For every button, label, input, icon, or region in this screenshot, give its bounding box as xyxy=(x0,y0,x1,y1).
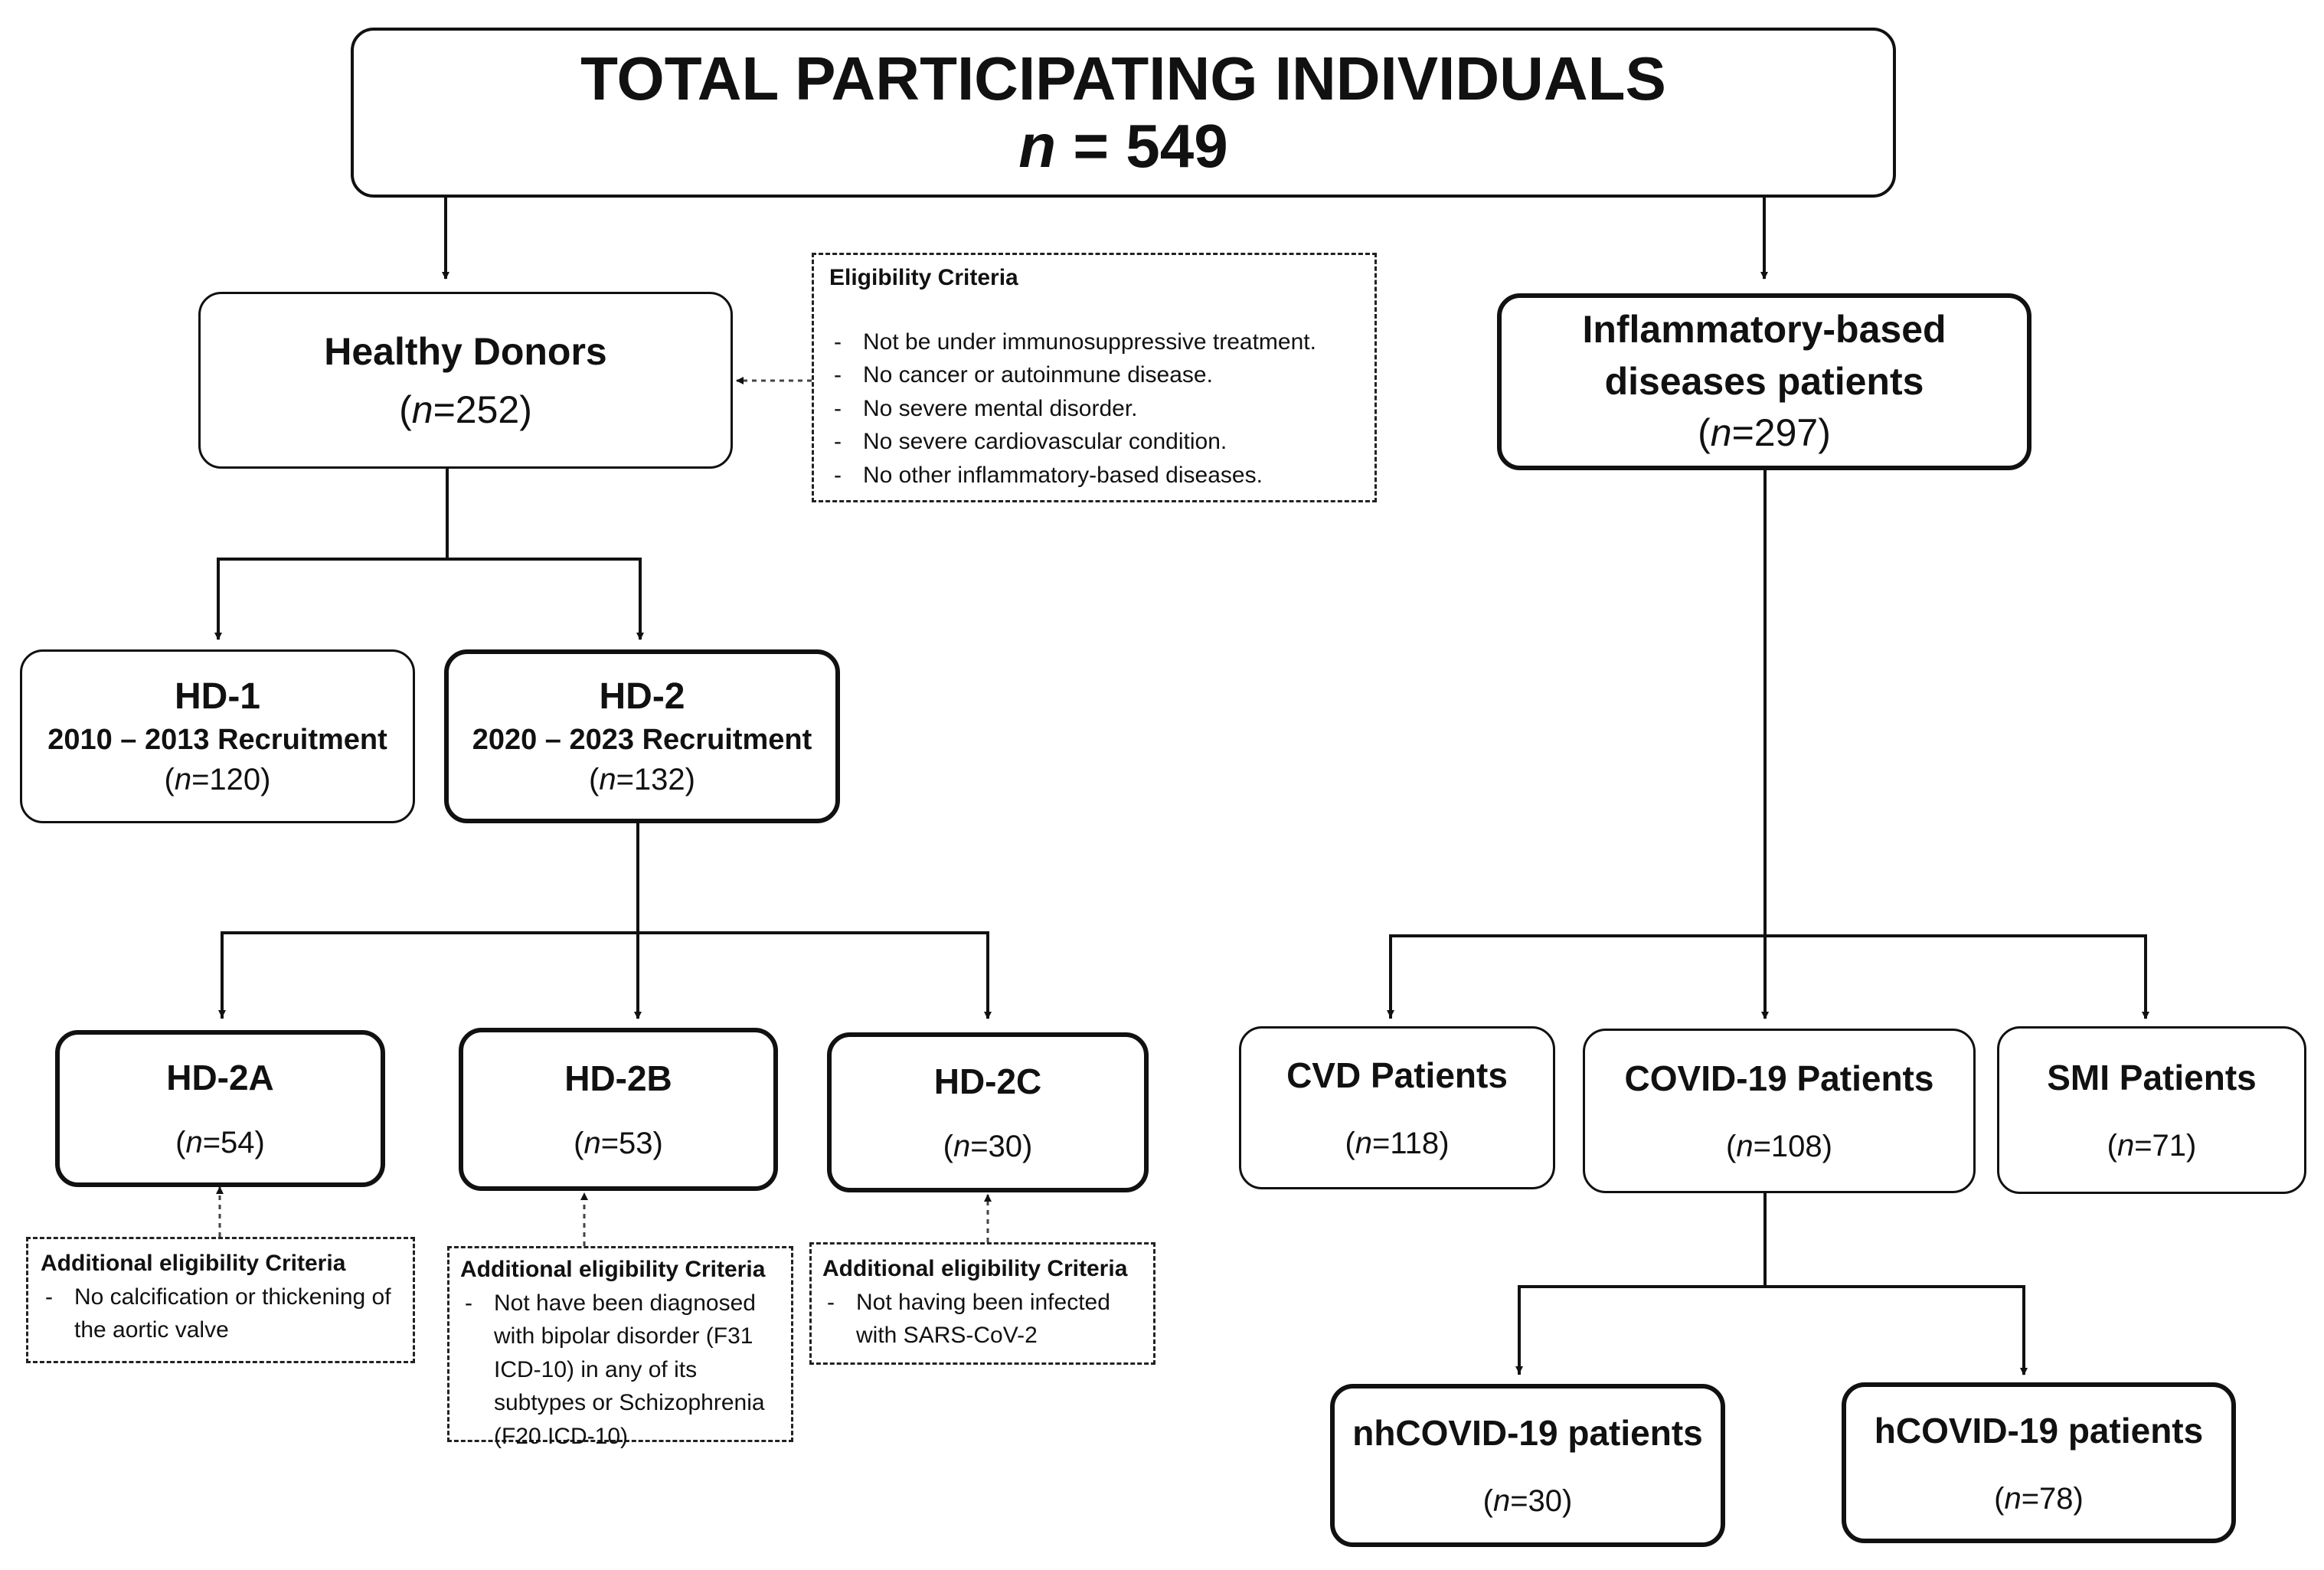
edge-inflammatory-split xyxy=(1389,934,2149,1019)
hd2b-criteria-box: Additional eligibility Criteria Not have… xyxy=(447,1246,793,1449)
hd2-n-value: =132 xyxy=(616,763,685,796)
nhcovid-count: (n=30) xyxy=(1482,1484,1573,1518)
edge-healthy-split xyxy=(214,469,449,640)
smi-title: SMI Patients xyxy=(2047,1058,2257,1097)
cvd-title: CVD Patients xyxy=(1286,1055,1508,1095)
hd2c-criteria-list: Not having been infected with SARS-CoV-2 xyxy=(822,1286,1142,1352)
smi-n-value: =71 xyxy=(2134,1129,2187,1163)
total-count: n = 549 xyxy=(1018,113,1228,180)
nhcovid-patients-box: nhCOVID-19 patients (n=30) xyxy=(1330,1384,1725,1547)
cvd-n-label: n xyxy=(1355,1127,1373,1160)
eligibility-criteria-box: Eligibility Criteria Not be under immuno… xyxy=(812,253,1377,502)
hd2c-n-label: n xyxy=(953,1130,971,1163)
healthy-donors-count: (n=252) xyxy=(399,388,532,431)
hd1-subtitle: 2010 – 2013 Recruitment xyxy=(47,724,387,756)
hd2b-criteria-list: Not have been diagnosed with bipolar dis… xyxy=(460,1287,780,1454)
hd2a-n-label: n xyxy=(185,1126,203,1160)
hd2c-box: HD-2C (n=30) xyxy=(827,1032,1149,1192)
hd2a-box: HD-2A (n=54) xyxy=(55,1030,385,1187)
eligibility-item: No severe cardiovascular condition. xyxy=(829,425,1359,459)
hd2c-criteria-title: Additional eligibility Criteria xyxy=(822,1256,1128,1281)
total-title: TOTAL PARTICIPATING INDIVIDUALS xyxy=(580,44,1666,113)
inflammatory-count: (n=297) xyxy=(1698,411,1831,455)
covid-patients-box: COVID-19 Patients (n=108) xyxy=(1583,1029,1976,1193)
eligibility-item: No severe mental disorder. xyxy=(829,392,1359,426)
eligibility-item: No other inflammatory-based diseases. xyxy=(829,459,1359,492)
total-n-label: n xyxy=(1018,112,1057,180)
total-n-value: = 549 xyxy=(1056,112,1228,180)
hd1-count: (n=120) xyxy=(164,763,271,796)
hd1-n-label: n xyxy=(174,763,192,796)
healthy-donors-box: Healthy Donors (n=252) xyxy=(198,292,733,469)
eligibility-item: No cancer or autoinmune disease. xyxy=(829,358,1359,392)
covid-title: COVID-19 Patients xyxy=(1624,1058,1934,1098)
hd2b-n-label: n xyxy=(583,1127,601,1160)
hd2b-criteria-title: Additional eligibility Criteria xyxy=(460,1257,766,1282)
hd2b-box: HD-2B (n=53) xyxy=(459,1028,778,1191)
hd2a-criteria-item: No calcification or thickening of the ao… xyxy=(41,1281,400,1347)
inflammatory-title-line1: Inflammatory-based xyxy=(1582,308,1946,352)
inflammatory-n-label: n xyxy=(1710,411,1732,455)
nhcovid-title: nhCOVID-19 patients xyxy=(1352,1413,1703,1453)
hd2a-criteria-list: No calcification or thickening of the ao… xyxy=(41,1281,400,1347)
hd1-n-value: =120 xyxy=(191,763,261,796)
hd2-subtitle: 2020 – 2023 Recruitment xyxy=(472,724,812,756)
hd2-box: HD-2 2020 – 2023 Recruitment (n=132) xyxy=(444,649,840,823)
hcovid-patients-box: hCOVID-19 patients (n=78) xyxy=(1842,1382,2236,1543)
eligibility-criteria-title: Eligibility Criteria xyxy=(829,265,1018,290)
hd2-count: (n=132) xyxy=(588,763,695,796)
edge-hd2-2a xyxy=(221,931,992,1019)
covid-n-value: =108 xyxy=(1753,1130,1822,1163)
eligibility-criteria-list: Not be under immunosuppressive treatment… xyxy=(829,325,1359,492)
hd2b-criteria-item: Not have been diagnosed with bipolar dis… xyxy=(460,1287,780,1454)
hcovid-count: (n=78) xyxy=(1994,1481,2084,1516)
healthy-n-value: =252 xyxy=(433,388,520,431)
cvd-patients-box: CVD Patients (n=118) xyxy=(1239,1026,1555,1189)
hd2a-count: (n=54) xyxy=(175,1126,265,1160)
hd1-box: HD-1 2010 – 2013 Recruitment (n=120) xyxy=(20,649,415,823)
hd2c-count: (n=30) xyxy=(943,1130,1033,1163)
total-participants-box: TOTAL PARTICIPATING INDIVIDUALS n = 549 xyxy=(351,28,1896,198)
hcovid-n-label: n xyxy=(2004,1481,2022,1516)
hd2b-n-value: =53 xyxy=(600,1127,653,1160)
smi-count: (n=71) xyxy=(2107,1129,2197,1163)
hd2-n-label: n xyxy=(599,763,616,796)
smi-n-label: n xyxy=(2116,1129,2135,1163)
healthy-donors-title: Healthy Donors xyxy=(324,329,607,373)
eligibility-item: Not be under immunosuppressive treatment… xyxy=(829,325,1359,359)
hd2c-criteria-box: Additional eligibility Criteria Not havi… xyxy=(809,1242,1155,1365)
hd2c-title: HD-2C xyxy=(933,1061,1042,1101)
hd2a-n-value: =54 xyxy=(202,1126,255,1160)
hd2a-criteria-box: Additional eligibility Criteria No calci… xyxy=(26,1237,415,1363)
edge-healthy-hd2 xyxy=(447,558,644,640)
edge-covid-split xyxy=(1518,1285,2028,1375)
hd2b-title: HD-2B xyxy=(564,1058,672,1098)
hd2a-title: HD-2A xyxy=(166,1058,274,1097)
inflammatory-patients-box: Inflammatory-based diseases patients (n=… xyxy=(1497,293,2031,470)
smi-patients-box: SMI Patients (n=71) xyxy=(1997,1026,2306,1194)
covid-n-label: n xyxy=(1736,1130,1754,1163)
healthy-n-label: n xyxy=(411,388,433,431)
cvd-n-value: =118 xyxy=(1372,1127,1440,1160)
hd1-title: HD-1 xyxy=(174,676,260,717)
hd2c-n-value: =30 xyxy=(970,1130,1023,1163)
inflammatory-title-line2: diseases patients xyxy=(1604,359,1924,403)
hd2a-criteria-title: Additional eligibility Criteria xyxy=(41,1251,346,1276)
hcovid-title: hCOVID-19 patients xyxy=(1874,1410,2204,1451)
cvd-count: (n=118) xyxy=(1345,1127,1450,1160)
hcovid-n-value: =78 xyxy=(2021,1481,2074,1516)
inflammatory-n-value: =297 xyxy=(1731,411,1819,455)
hd2-title: HD-2 xyxy=(599,676,685,717)
nhcovid-n-label: n xyxy=(1492,1484,1511,1518)
nhcovid-n-value: =30 xyxy=(1510,1484,1563,1518)
hd2c-criteria-item: Not having been infected with SARS-CoV-2 xyxy=(822,1286,1142,1352)
hd2b-count: (n=53) xyxy=(574,1127,663,1160)
covid-count: (n=108) xyxy=(1725,1130,1832,1163)
